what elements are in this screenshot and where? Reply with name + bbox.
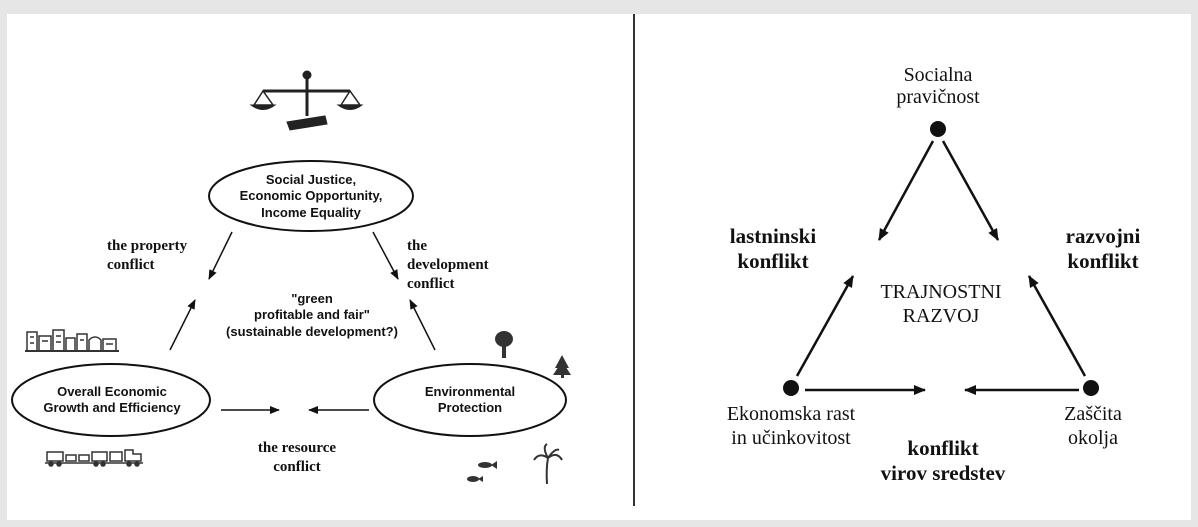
top-node-dot: [930, 121, 946, 137]
pine-tree-icon: [553, 355, 571, 378]
figure-frame: Social Justice,Economic Opportunity,Inco…: [7, 14, 1191, 520]
arrow-development-down: [372, 231, 399, 280]
city-buildings-icon: [25, 329, 119, 352]
arrow-right-up: [1027, 275, 1087, 377]
arrow-development-up: [409, 299, 436, 351]
arrow-left-up: [795, 275, 855, 377]
english-diagram-graphics: [11, 70, 571, 485]
panel-divider: [633, 14, 635, 506]
economic-growth-ellipse: [11, 363, 211, 437]
environmental-protection-ellipse: [373, 363, 567, 437]
train-icon: [45, 449, 143, 467]
left-node-dot: [783, 380, 799, 396]
arrow-property-down: [208, 231, 233, 280]
tree-icon: [495, 331, 513, 358]
social-justice-ellipse: [208, 160, 414, 232]
palm-tree-icon: [533, 443, 563, 485]
arrow-top-to-right: [941, 140, 1000, 241]
right-node-dot: [1083, 380, 1099, 396]
scales-of-justice-icon: [249, 70, 364, 131]
slovenian-diagram-graphics: [783, 121, 1099, 396]
fish-icon: [467, 461, 497, 482]
arrow-property-up: [169, 299, 196, 351]
arrow-top-to-left: [877, 140, 935, 241]
social-justice-label: Social Justice,Economic Opportunity,Inco…: [239, 172, 383, 220]
english-diagram: Social Justice,Economic Opportunity,Inco…: [7, 14, 637, 520]
